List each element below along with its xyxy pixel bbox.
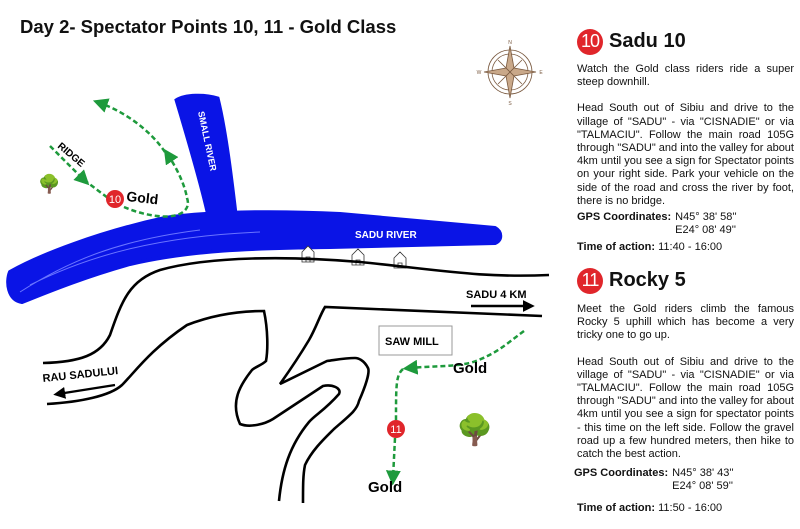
page-title: Day 2- Spectator Points 10, 11 - Gold Cl…	[20, 16, 397, 37]
gps-label: GPS Coordinates:	[574, 467, 669, 480]
route-11	[385, 329, 525, 486]
compass-north-label: N	[508, 40, 512, 46]
time-value: 11:50 - 16:00	[658, 501, 723, 514]
marker-11	[387, 420, 405, 438]
point-intro: Watch the Gold class riders ride a super…	[577, 63, 794, 89]
tree-icon: 🌳	[38, 173, 60, 194]
marker-10-label: 10	[109, 194, 121, 206]
point-11-info: 11 Rocky 5 Meet the Gold riders climb the…	[574, 268, 794, 515]
point-directions: Head South out of Sibiu and drive to the…	[577, 102, 794, 207]
marker-11-label: 11	[390, 424, 401, 436]
small-river	[174, 93, 238, 218]
point-name: Rocky 5	[609, 269, 686, 292]
gold-11-upper-label: Gold	[453, 360, 487, 377]
time-label: Time of action:	[577, 501, 656, 514]
compass-south-label: S	[508, 101, 512, 107]
marker-10	[106, 190, 124, 208]
rau-sadului-arrow	[53, 383, 116, 399]
sadu-river-label: SADU RIVER	[355, 230, 417, 241]
point-intro: Meet the Gold riders climb the famous Ro…	[577, 303, 794, 342]
saw-mill-box	[378, 325, 453, 356]
roads	[42, 256, 550, 504]
compass-west-label: W	[477, 70, 482, 76]
gold-10-label: Gold	[126, 188, 159, 207]
sadu-4km-label: SADU 4 KM	[466, 289, 527, 301]
point-number-badge: 11	[577, 268, 603, 294]
compass-east-label: E	[539, 70, 543, 76]
saw-mill-label: SAW MILL	[385, 336, 439, 348]
gps-east: E24° 08' 59''	[672, 480, 733, 493]
gps-label: GPS Coordinates:	[577, 211, 672, 224]
route-10	[49, 98, 190, 218]
rau-sadului-label: RAU SADULUI	[42, 365, 119, 385]
gold-11-lower-label: Gold	[368, 479, 402, 496]
gps-north: N45° 38' 58''	[675, 211, 737, 224]
point-name: Sadu 10	[609, 30, 686, 53]
time-value: 11:40 - 16:00	[658, 241, 723, 254]
point-directions: Head South out of Sibiu and drive to the…	[577, 355, 794, 461]
time-label: Time of action:	[577, 241, 656, 254]
point-10-info: 10 Sadu 10 Watch the Gold class riders ri…	[577, 29, 794, 255]
point-number-badge: 10	[577, 29, 603, 55]
gps-east: E24° 08' 49''	[675, 224, 736, 237]
compass-rose-icon: N S E W	[477, 40, 544, 107]
gps-north: N45° 38' 43''	[672, 467, 734, 480]
tree-icon: 🌳	[456, 411, 493, 447]
sadu-river	[6, 210, 503, 304]
